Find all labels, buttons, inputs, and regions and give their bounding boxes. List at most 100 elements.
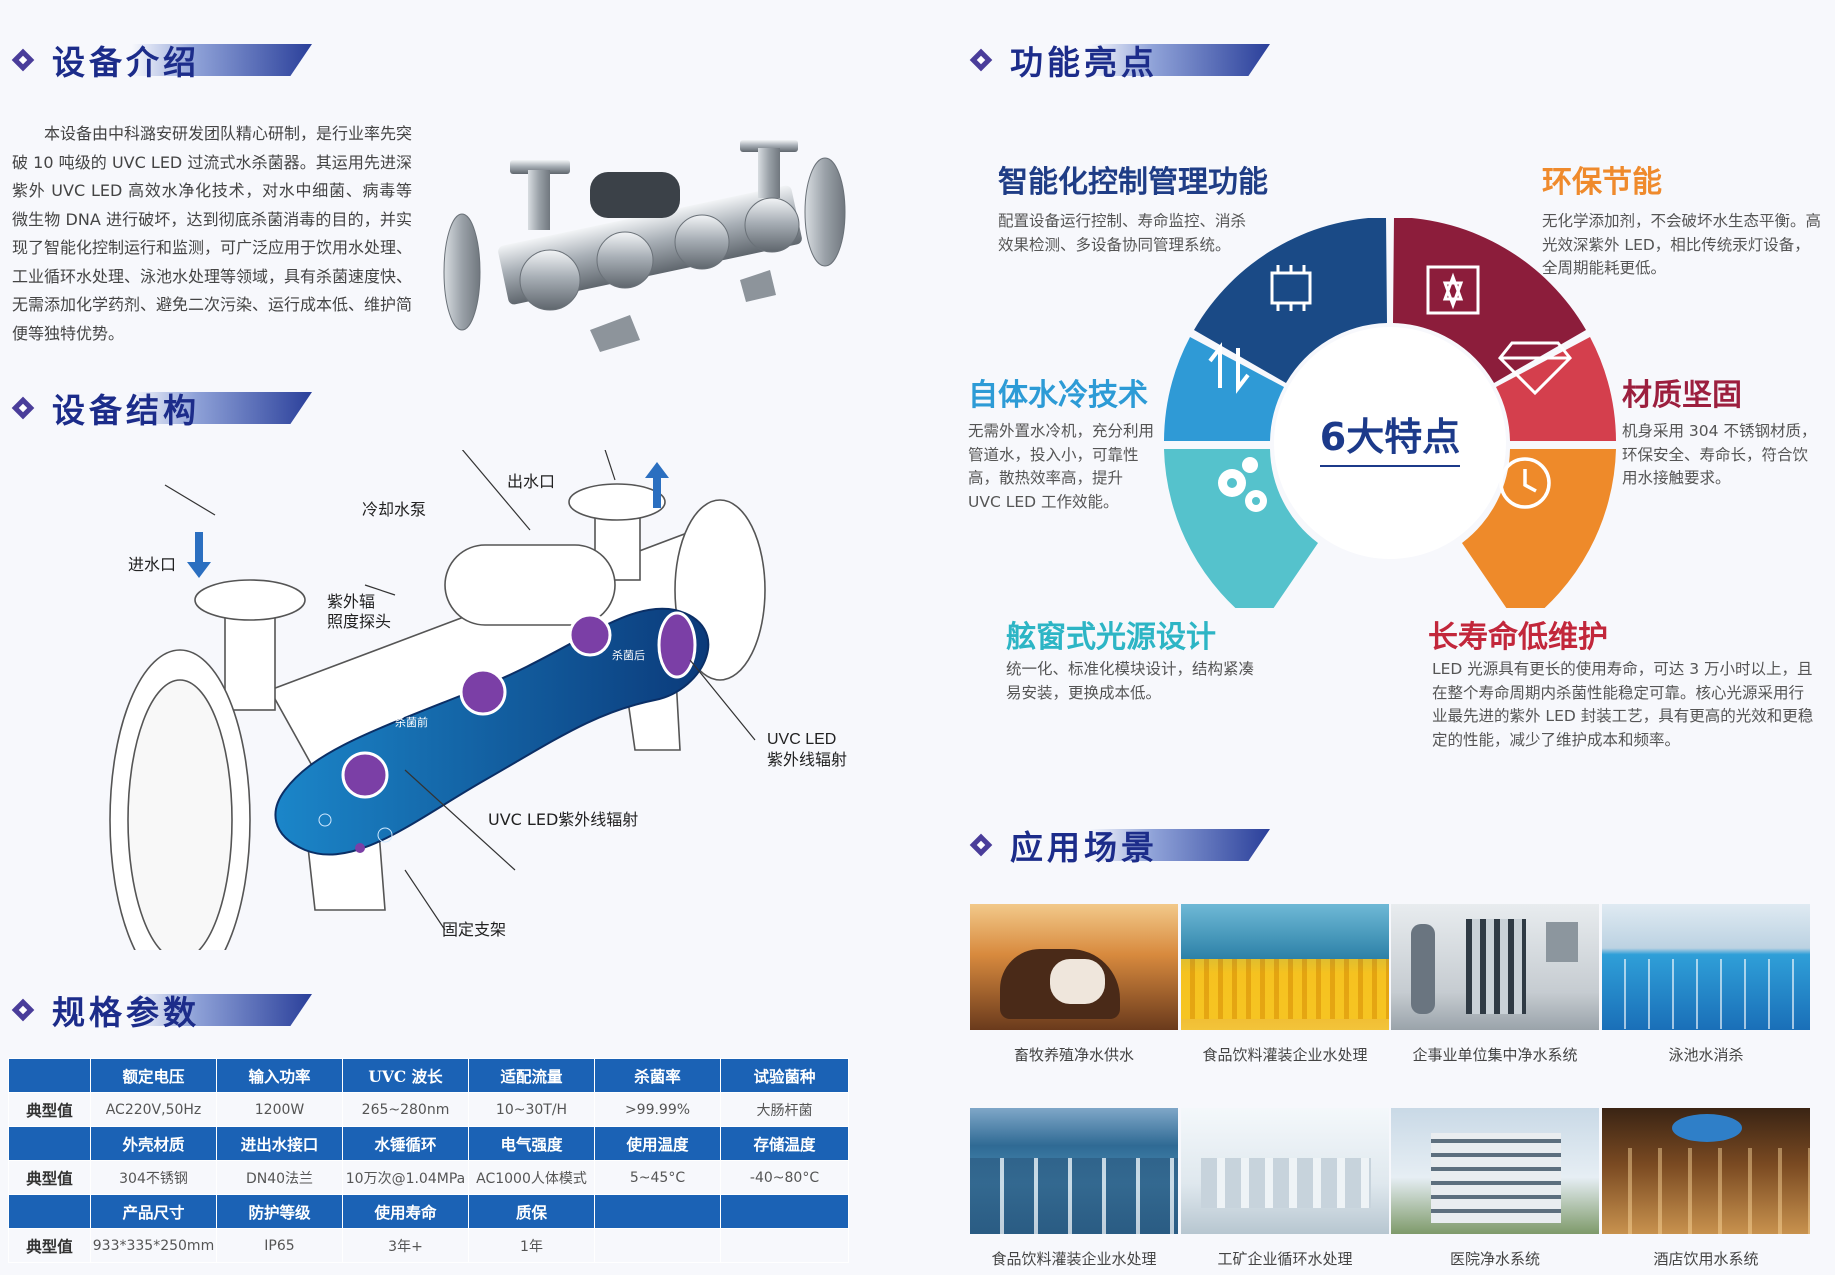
- spec-header: 使用温度: [594, 1126, 721, 1161]
- application-caption: 企事业单位集中净水系统: [1412, 1046, 1578, 1064]
- feature-body-porthole: 统一化、标准化模块设计，结构紧凑易安装，更换成本低。: [1006, 660, 1255, 702]
- application-card: 畜牧养殖净水供水: [970, 904, 1178, 1065]
- feature-title-water-cooling: 自体水冷技术: [968, 378, 1148, 413]
- heading-accent-bar: [1090, 44, 1270, 76]
- spec-value: [594, 1228, 721, 1263]
- ring-segment-material: [1496, 337, 1616, 441]
- application-caption: 酒店饮用水系统: [1653, 1250, 1759, 1268]
- star-frame-icon: [1426, 265, 1480, 315]
- spec-header-blank: [8, 1058, 91, 1093]
- application-card: 工矿企业循环水处理: [1181, 1108, 1389, 1269]
- feature-title-eco: 环保节能: [1542, 165, 1662, 200]
- hospital-building-photo: [1391, 1108, 1599, 1234]
- spec-value: 933*335*250mm: [90, 1228, 217, 1263]
- hotel-lobby-photo: [1602, 1108, 1810, 1234]
- up-down-arrows-icon: [1208, 342, 1250, 394]
- spec-value: >99.99%: [594, 1092, 721, 1127]
- feature-title-smart-control: 智能化控制管理功能: [998, 165, 1268, 200]
- diamond-bullet-icon: [970, 834, 992, 856]
- label-uvc-led-radiation: UVC LED紫外线辐射: [488, 810, 639, 829]
- section-title: 设备结构: [52, 391, 200, 430]
- spec-header: UVC 波长: [342, 1058, 469, 1093]
- spec-value: 304不锈钢: [90, 1160, 217, 1195]
- ring-segment-smart-control: [1194, 218, 1387, 383]
- application-caption: 畜牧养殖净水供水: [1013, 1046, 1134, 1064]
- diamond-bullet-icon: [12, 49, 34, 71]
- water-treatment-equipment-photo: [1391, 904, 1599, 1030]
- diamond-gem-icon: [1497, 341, 1573, 396]
- spec-header: [594, 1194, 721, 1229]
- spec-value: 10万次@1.04MPa: [342, 1160, 469, 1195]
- diamond-bullet-icon: [970, 49, 992, 71]
- application-card: 酒店饮用水系统: [1602, 1108, 1810, 1269]
- feature-body-long-life: LED 光源具有更长的使用寿命，可达 3 万小时以上，且在整个寿命周期内杀菌性能…: [1432, 660, 1814, 749]
- application-caption: 医院净水系统: [1449, 1250, 1540, 1268]
- chip-icon: [1270, 265, 1312, 311]
- ring-center-title: 6大特点: [1320, 415, 1460, 459]
- ring-segment-water-cooling: [1164, 337, 1284, 441]
- spec-value: -40~80°C: [720, 1160, 849, 1195]
- label-before: 杀菌前: [395, 716, 428, 729]
- ring-segment-long-life: [1462, 449, 1616, 608]
- spec-value: 265~280nm: [342, 1092, 469, 1127]
- label-sensor-line1: 紫外辐: [327, 592, 376, 611]
- spec-header: 使用寿命: [342, 1194, 469, 1229]
- spec-header: 存储温度: [720, 1126, 849, 1161]
- application-caption: 泳池水消杀: [1668, 1046, 1744, 1064]
- ring-segment-porthole: [1164, 449, 1318, 608]
- label-bracket: 固定支架: [442, 920, 507, 939]
- feature-body-water-cooling: 无需外置水冷机，充分利用管道水，投入小，可靠性高，散热效率高，提升 UVC LE…: [968, 422, 1155, 511]
- section-title: 功能亮点: [1010, 43, 1158, 82]
- label-pump: 冷却水泵: [362, 500, 427, 519]
- gears-icon: [1218, 457, 1267, 512]
- sedimentation-tank-photo: [970, 1108, 1178, 1234]
- spec-header-row: 外壳材质 进出水接口 水锤循环 电气强度 使用温度 存储温度: [8, 1126, 849, 1161]
- spec-header: 输入功率: [216, 1058, 343, 1093]
- feature-body-eco: 无化学添加剂，不会破坏水生态平衡。高光效深紫外 LED，相比传统汞灯设备，全周期…: [1542, 212, 1822, 277]
- spec-value-row: 典型值 304不锈钢 DN40法兰 10万次@1.04MPa AC1000人体模…: [8, 1160, 849, 1195]
- livestock-photo: [970, 904, 1178, 1030]
- feature-title-long-life: 长寿命低维护: [1428, 620, 1608, 655]
- structure-diagram: [109, 450, 766, 950]
- spec-header: 防护等级: [216, 1194, 343, 1229]
- section-title: 应用场景: [1010, 828, 1158, 867]
- bottling-line-photo: [1181, 904, 1389, 1030]
- section-heading-specs: 规格参数: [12, 988, 312, 1032]
- label-uvc-line2: 紫外线辐射: [767, 750, 848, 769]
- label-sensor-line2: 照度探头: [327, 612, 392, 631]
- clean-room-photo: [1181, 1108, 1389, 1234]
- spec-value: AC1000人体模式: [468, 1160, 595, 1195]
- spec-row-label: 典型值: [8, 1160, 91, 1195]
- heading-accent-bar: [1090, 829, 1270, 861]
- spec-header: 水锤循环: [342, 1126, 469, 1161]
- application-card: 食品饮料灌装企业水处理: [1181, 904, 1389, 1065]
- application-caption: 工矿企业循环水处理: [1217, 1250, 1353, 1268]
- application-caption: 食品饮料灌装企业水处理: [1202, 1046, 1368, 1064]
- heading-accent-bar: [132, 44, 312, 76]
- label-inlet: 进水口: [128, 555, 177, 574]
- spec-value: IP65: [216, 1228, 343, 1263]
- spec-value: 3年+: [342, 1228, 469, 1263]
- feature-title-porthole: 舷窗式光源设计: [1006, 620, 1216, 655]
- feature-title-material: 材质坚固: [1622, 378, 1742, 413]
- spec-header: 质保: [468, 1194, 595, 1229]
- label-after: 杀菌后: [612, 649, 645, 662]
- application-card: 食品饮料灌装企业水处理: [970, 1108, 1178, 1269]
- spec-value: AC220V,50Hz: [90, 1092, 217, 1127]
- spec-header-row: 产品尺寸 防护等级 使用寿命 质保: [8, 1194, 849, 1229]
- spec-value: 5~45°C: [594, 1160, 721, 1195]
- spec-row-label: 典型值: [8, 1092, 91, 1127]
- spec-value: 大肠杆菌: [720, 1092, 849, 1127]
- intro-paragraph: 本设备由中科潞安研发团队精心研制，是行业率先突破 10 吨级的 UVC LED …: [12, 124, 413, 343]
- spec-header-blank: [8, 1126, 91, 1161]
- section-heading-structure: 设备结构: [12, 386, 312, 430]
- product-photo: [443, 140, 846, 352]
- spec-value-row: 典型值 AC220V,50Hz 1200W 265~280nm 10~30T/H…: [8, 1092, 849, 1127]
- spec-header: 适配流量: [468, 1058, 595, 1093]
- spec-header: 外壳材质: [90, 1126, 217, 1161]
- label-outlet: 出水口: [507, 472, 556, 491]
- spec-row-label: 典型值: [8, 1228, 91, 1263]
- label-uvc-line1: UVC LED: [767, 731, 837, 748]
- diamond-bullet-icon: [12, 999, 34, 1021]
- section-heading-applications: 应用场景: [970, 823, 1270, 867]
